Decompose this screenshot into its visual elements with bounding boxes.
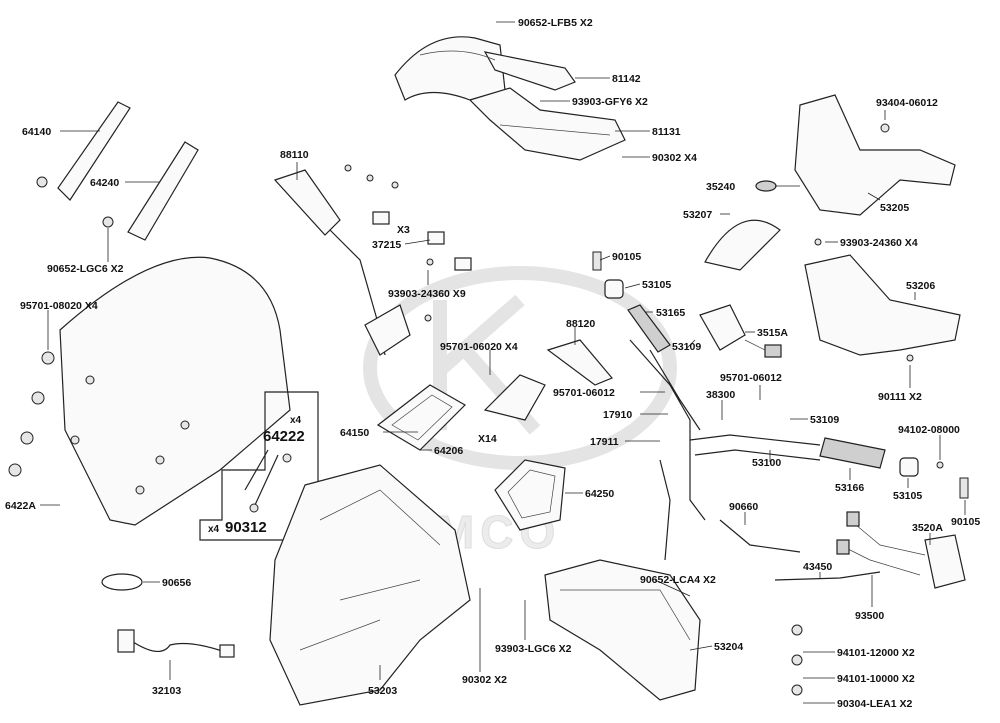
upper-meter-cover: [394, 36, 626, 161]
label-3515a: 3515A: [757, 327, 788, 339]
label-53105-b: 53105: [893, 490, 922, 502]
front-cowl: [269, 464, 471, 706]
label-93404-06012: 93404-06012: [876, 97, 938, 109]
label-64240: 64240: [90, 177, 119, 189]
label-93903-24360-x4: 93903-24360 X4: [840, 237, 918, 249]
label-53105-a: 53105: [642, 279, 671, 291]
label-93903-lgc6: 93903-LGC6 X2: [495, 643, 572, 655]
label-53165: 53165: [656, 307, 685, 319]
label-94101-10000: 94101-10000 X2: [837, 673, 915, 685]
inner-cover: [544, 559, 701, 701]
label-90105-b: 90105: [951, 516, 980, 528]
label-17911: 17911: [590, 436, 619, 448]
label-90660: 90660: [729, 501, 758, 513]
mirror-right: [483, 339, 613, 421]
label-64250: 64250: [585, 488, 614, 500]
windscreen: [8, 256, 291, 526]
bracket-box: [199, 391, 319, 541]
label-90312-qty: x4: [208, 524, 220, 535]
bolts-90105: [592, 251, 969, 499]
label-90105-a: 90105: [612, 251, 641, 263]
label-35240: 35240: [706, 181, 735, 193]
label-53109-b: 53109: [810, 414, 839, 426]
switch-left: [699, 304, 782, 358]
label-90652-lca4: 90652-LCA4 X2: [640, 574, 716, 586]
label-94102-08000: 94102-08000: [898, 424, 960, 436]
clamp-90656: [101, 573, 143, 591]
label-6422a: 6422A: [5, 500, 36, 512]
label-90652-lgc6: 90652-LGC6 X2: [47, 263, 124, 275]
cover-53207: [704, 219, 781, 271]
label-64140: 64140: [22, 126, 51, 138]
label-88110: 88110: [280, 149, 309, 161]
label-53205: 53205: [880, 202, 909, 214]
label-93500: 93500: [855, 610, 884, 622]
label-90302-x2: 90302 X2: [462, 674, 507, 686]
washers: [791, 461, 944, 696]
handle-cover-top: [755, 94, 956, 216]
label-37215-qty: X3: [397, 224, 410, 236]
label-95701-06012-b: 95701-06012: [720, 372, 782, 384]
label-53206: 53206: [906, 280, 935, 292]
switch-right: [836, 511, 966, 589]
handlebar: [629, 339, 821, 561]
label-64222-qty: x4: [290, 415, 302, 426]
harness-32103: [117, 629, 235, 658]
label-90111: 90111 X2: [878, 391, 922, 403]
label-93903-gfy6: 93903-GFY6 X2: [572, 96, 648, 108]
label-53203: 53203: [368, 685, 397, 697]
label-53204: 53204: [714, 641, 743, 653]
leader-lines: [40, 21, 966, 704]
label-93903-24360-x9: 93903-24360 X9: [388, 288, 466, 300]
label-81131: 81131: [652, 126, 681, 138]
windscreen-bolts: [8, 351, 55, 477]
label-94101-12000: 94101-12000 X2: [837, 647, 915, 659]
label-43450: 43450: [803, 561, 832, 573]
bar-ends: [604, 279, 919, 477]
label-95701-06012-a: 95701-06012: [553, 387, 615, 399]
label-90656: 90656: [162, 577, 191, 589]
label-88120: 88120: [566, 318, 595, 330]
label-64222: 64222: [263, 428, 305, 445]
cable-43450: [774, 571, 881, 581]
label-3520a: 3520A: [912, 522, 943, 534]
label-90304-lea1: 90304-LEA1 X2: [837, 698, 912, 710]
wire-90660: [719, 519, 801, 553]
label-53109-a: 53109: [672, 341, 701, 353]
part-labels: 90652-LFB5 X2 81142 93903-GFY6 X2 81131 …: [5, 17, 980, 710]
label-81142: 81142: [612, 73, 641, 85]
label-17910: 17910: [603, 409, 632, 421]
label-53207: 53207: [683, 209, 712, 221]
label-53166: 53166: [835, 482, 864, 494]
cover-64250: [494, 459, 566, 531]
label-x14: X14: [478, 433, 497, 445]
cover-64150: [376, 384, 466, 451]
label-90652-lfb5: 90652-LFB5 X2: [518, 17, 593, 29]
label-37215: 37215: [372, 239, 401, 251]
grip-right: [819, 437, 886, 469]
label-95701-06020: 95701-06020 X4: [440, 341, 518, 353]
small-screws-top: [344, 164, 434, 322]
label-38300: 38300: [706, 389, 735, 401]
label-90302-x4: 90302 X4: [652, 152, 697, 164]
side-panels-small: [36, 101, 199, 241]
label-95701-08020: 95701-08020 X4: [20, 300, 98, 312]
clips-37215: [372, 211, 472, 271]
grip-left: [627, 304, 671, 353]
label-64206: 64206: [434, 445, 463, 457]
label-64150: 64150: [340, 427, 369, 439]
label-32103: 32103: [152, 685, 181, 697]
label-90312: 90312: [225, 519, 267, 536]
handle-cover-rear: [804, 238, 961, 362]
mirror-left: [273, 169, 411, 356]
label-53100: 53100: [752, 457, 781, 469]
